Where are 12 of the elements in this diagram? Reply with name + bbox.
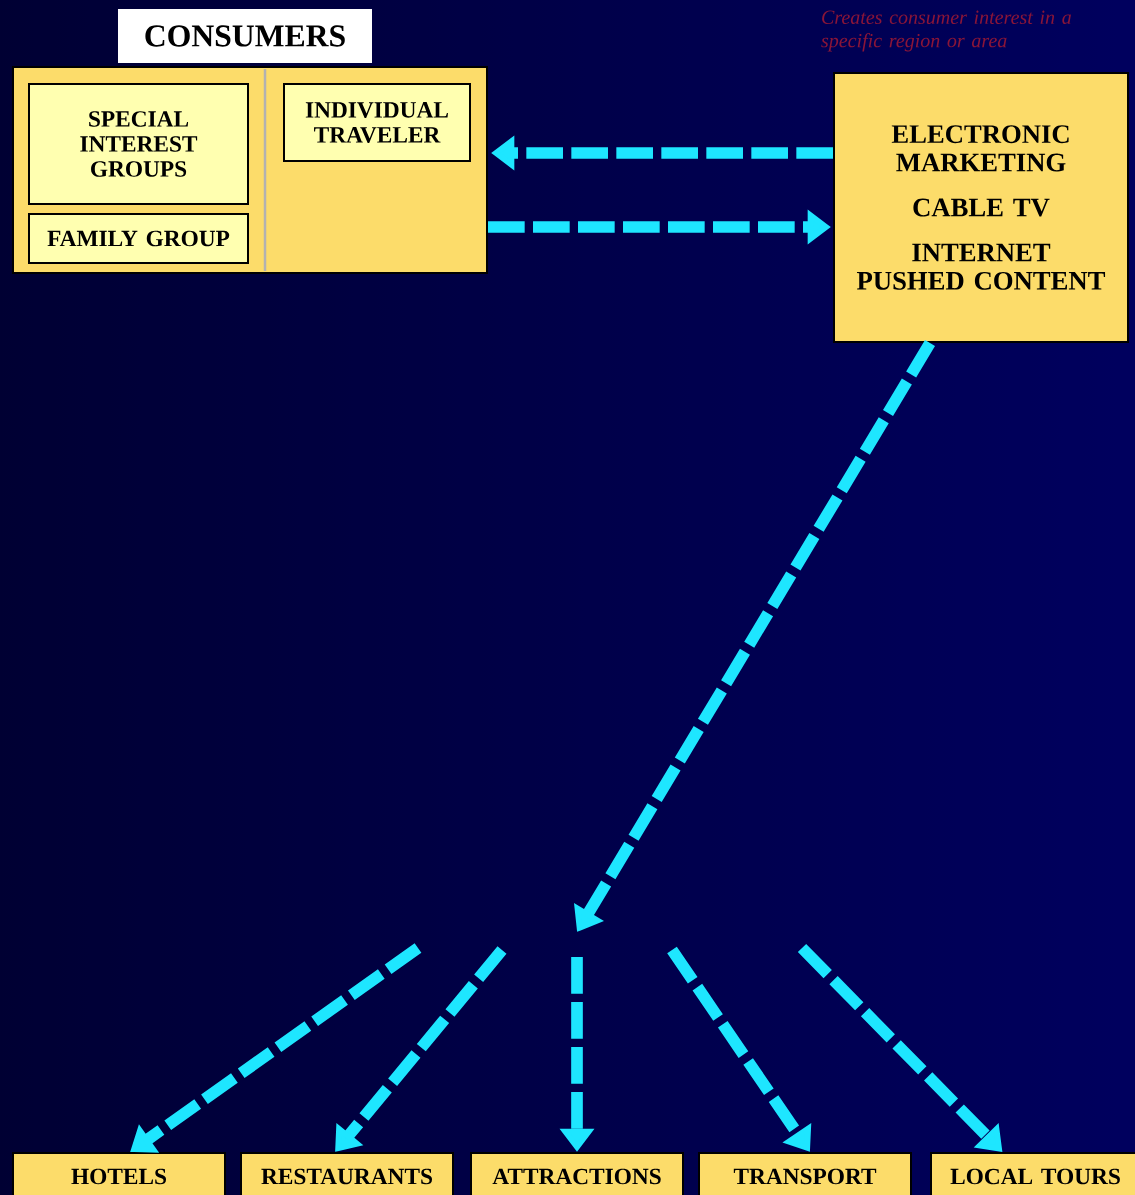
note-text: Creates consumer interest in a specific region or area xyxy=(821,10,1071,52)
label-box: RESTAURANTS xyxy=(240,1152,454,1195)
label-box: TRANSPORT xyxy=(698,1152,912,1195)
label-box: LOCAL TOURS xyxy=(930,1152,1135,1195)
arrow xyxy=(335,946,507,1152)
label-box: FAMILY GROUP xyxy=(28,213,249,264)
label-box: INDIVIDUAL TRAVELER xyxy=(283,83,471,162)
marketing-box: ELECTRONIC MARKETING CABLE TV INTERNET PUSHED CONTENT xyxy=(833,72,1129,343)
heading-box: CONSUMERS xyxy=(118,9,372,63)
label-box: SPECIAL INTEREST GROUPS xyxy=(28,83,249,205)
label-box: ATTRACTIONS xyxy=(470,1152,684,1195)
label-box: HOTELS xyxy=(12,1152,226,1195)
